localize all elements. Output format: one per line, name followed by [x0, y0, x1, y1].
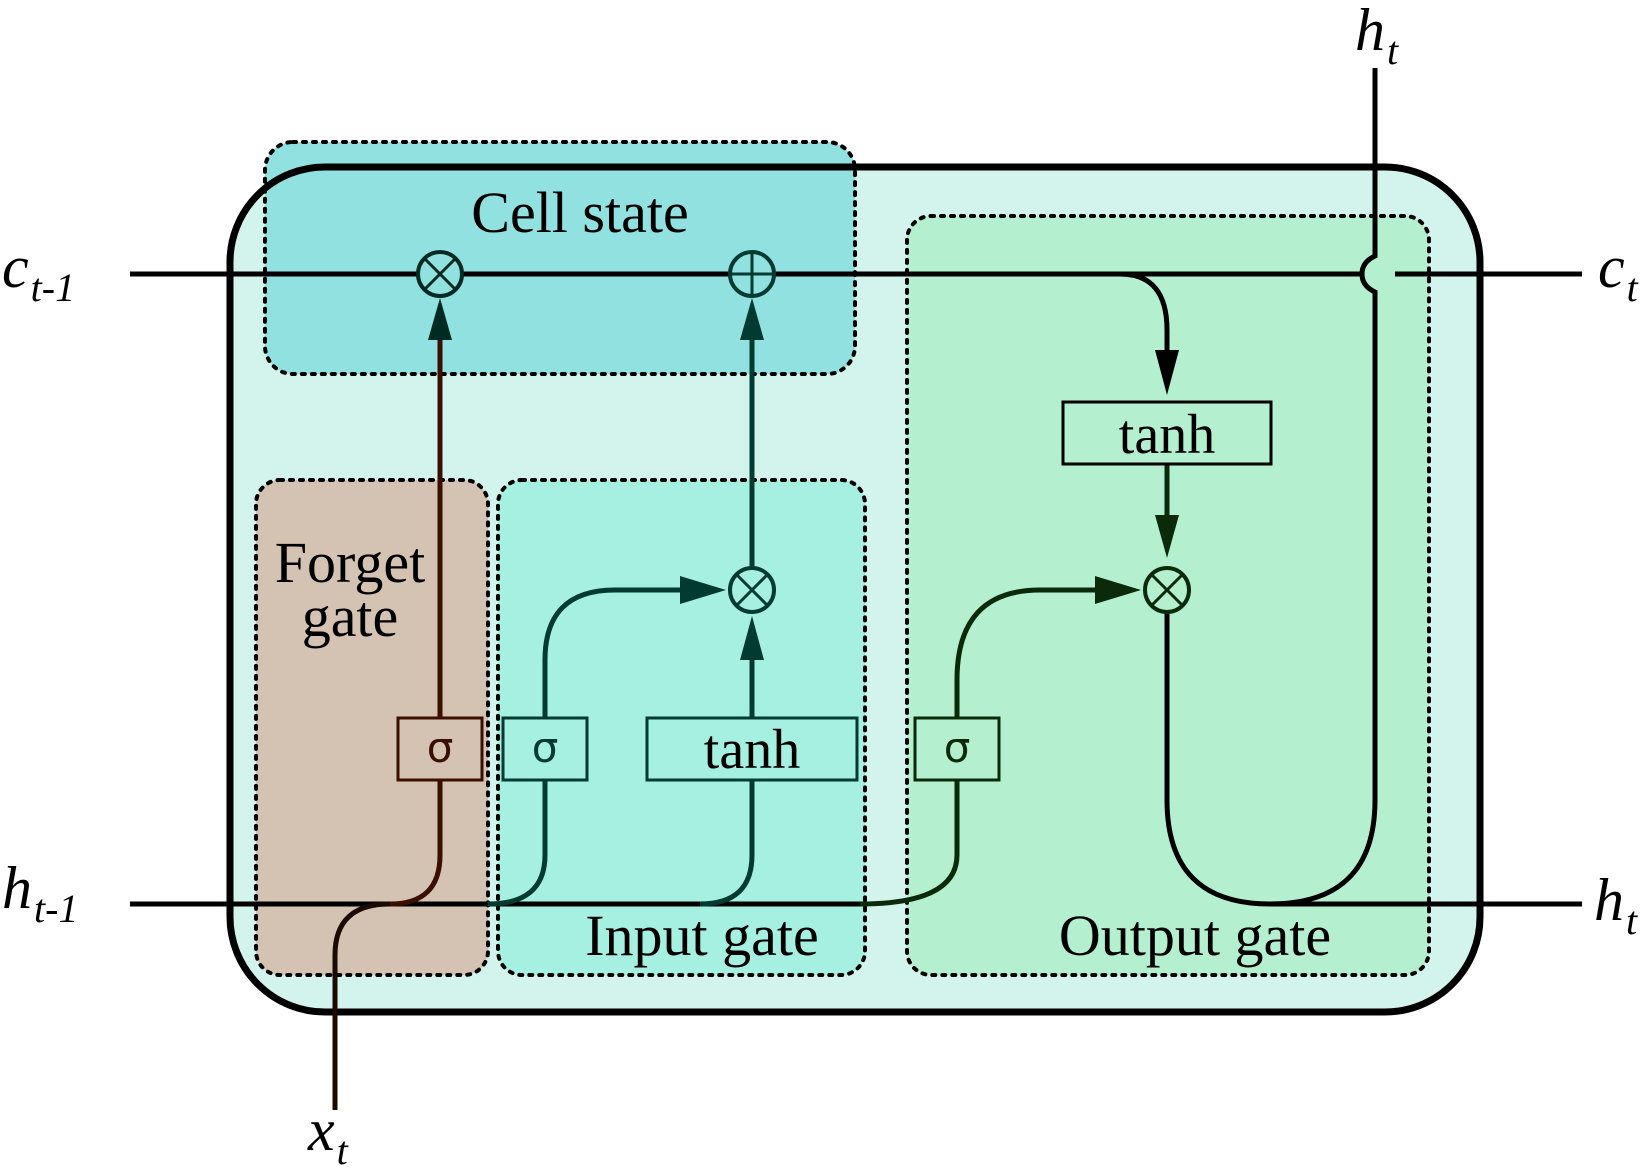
c-out-label: ct — [1598, 234, 1639, 310]
input-gate-title: Input gate — [585, 903, 819, 968]
output-gate-region — [905, 214, 1431, 977]
forget-arrowhead — [428, 298, 452, 340]
output-sigma-arrowhead — [1095, 576, 1141, 604]
input-tanh-path — [699, 660, 755, 907]
input-sigma-box — [501, 716, 589, 782]
input-sigma-arrowhead — [680, 576, 726, 604]
forget-gate-region — [254, 478, 490, 977]
cell-outline — [226, 163, 1484, 1016]
forget-sigma-label: σ — [427, 723, 454, 772]
forget-multiply-op — [416, 250, 464, 298]
output-sigma-path — [859, 587, 1095, 907]
input-tanh-label: tanh — [704, 719, 800, 781]
cell-to-tanh-path — [1119, 271, 1170, 350]
output-tanh-label: tanh — [1119, 404, 1215, 466]
input-tanh-arrowhead — [740, 616, 764, 660]
h-prev-label: ht-1 — [2, 855, 78, 931]
input-sigma-label: σ — [532, 723, 559, 772]
output-gate-title: Output gate — [1059, 903, 1331, 968]
h-out-right-label: ht — [1594, 867, 1638, 943]
forget-path — [389, 340, 443, 907]
forget-sigma-box — [396, 716, 484, 782]
output-multiply-op — [1143, 566, 1191, 614]
cell-state-region — [263, 140, 857, 376]
input-sigma-path — [487, 587, 680, 907]
c-prev-label: ct-1 — [2, 234, 75, 310]
x-input-line — [332, 901, 391, 1110]
cell-add-op — [728, 250, 776, 298]
output-tanh-box — [1061, 400, 1273, 466]
input-tanh-box — [645, 716, 859, 782]
input-multiply-op — [728, 566, 776, 614]
forget-gate-title-line2: gate — [302, 584, 399, 649]
cell-to-tanh-arrowhead — [1155, 350, 1179, 395]
x-label: xt — [307, 1097, 349, 1173]
output-product-path — [1164, 68, 1378, 907]
cell-state-title: Cell state — [471, 180, 688, 245]
input-product-arrowhead — [740, 298, 764, 340]
output-sigma-label: σ — [944, 723, 971, 772]
h-out-top-label: ht — [1355, 0, 1399, 73]
tanh-to-mult-arrowhead — [1155, 515, 1179, 558]
output-sigma-box — [913, 716, 1001, 782]
forget-gate-title-line1: Forget — [275, 530, 425, 595]
